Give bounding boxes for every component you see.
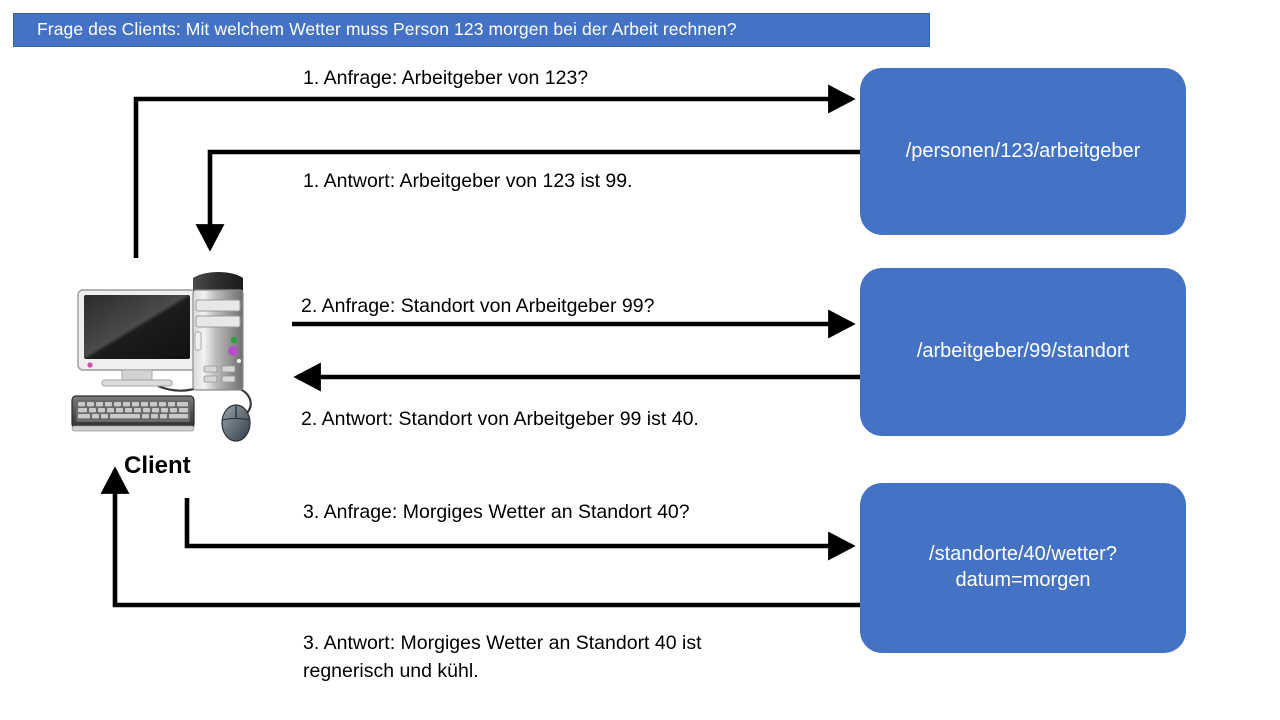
question-banner-text: Frage des Clients: Mit welchem Wetter mu… — [37, 19, 737, 40]
request-label-2: 2. Anfrage: Standort von Arbeitgeber 99? — [301, 295, 655, 317]
arrow-response-3 — [100, 466, 860, 608]
endpoint-label-3: /standorte/40/wetter?datum=morgen — [929, 543, 1117, 591]
question-banner: Frage des Clients: Mit welchem Wetter mu… — [13, 13, 930, 47]
endpoint-box-3[interactable]: /standorte/40/wetter?datum=morgen — [860, 483, 1186, 653]
tower-icon — [192, 272, 244, 391]
response-label-3: 3. Antwort: Morgiges Wetter an Standort … — [303, 632, 702, 682]
response-label-1: 1. Antwort: Arbeitgeber von 123 ist 99. — [303, 170, 633, 192]
endpoint-box-2[interactable]: /arbeitgeber/99/standort — [860, 268, 1186, 436]
endpoint-label-2: /arbeitgeber/99/standort — [916, 340, 1130, 363]
request-label-3: 3. Anfrage: Morgiges Wetter an Standort … — [303, 501, 690, 523]
endpoint-box-1[interactable]: /personen/123/arbeitgeber — [860, 68, 1186, 235]
monitor-icon — [77, 289, 197, 387]
keyboard-icon — [71, 395, 195, 432]
arrow-request-1 — [133, 84, 856, 258]
arrow-request-3 — [184, 498, 856, 561]
response-label-2: 2. Antwort: Standort von Arbeitgeber 99 … — [301, 408, 699, 430]
client-computer-icon — [71, 272, 252, 442]
arrow-response-1 — [195, 149, 860, 252]
endpoint-label-1: /personen/123/arbeitgeber — [905, 139, 1141, 162]
client-label: Client — [124, 452, 191, 479]
mouse-icon — [221, 404, 251, 442]
request-label-1: 1. Anfrage: Arbeitgeber von 123? — [303, 67, 589, 89]
